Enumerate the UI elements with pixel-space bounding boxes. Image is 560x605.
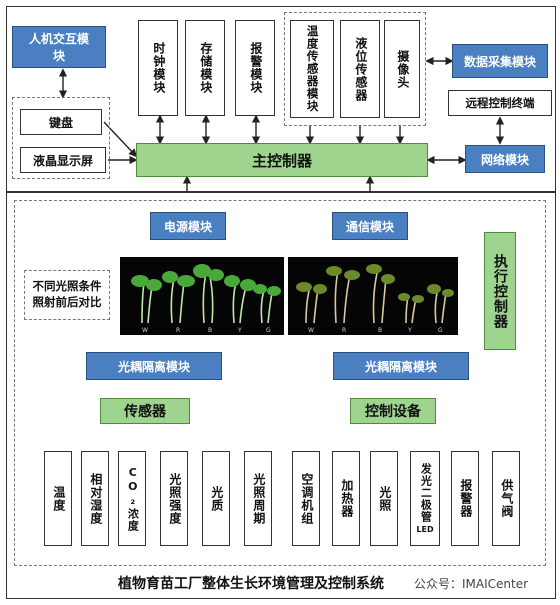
comm-module: 通信模块	[332, 212, 408, 240]
io-group	[12, 97, 110, 179]
device-led: 发光二极管 LED	[410, 451, 440, 546]
photo-label: R	[342, 327, 346, 334]
watermark: 公众号：IMAICenter	[414, 577, 529, 591]
photo-label: Y	[407, 327, 412, 334]
clock-module: 时钟模块	[138, 20, 178, 116]
opto-isolation-right: 光耦隔离模块	[333, 352, 469, 380]
seedlings-illustration-before: W R B Y G	[131, 264, 281, 334]
sensor-light-quality: 光质	[202, 451, 230, 546]
camera: 摄像头	[384, 20, 420, 118]
photo-label: B	[378, 327, 382, 334]
data-acquisition-module: 数据采集模块	[452, 44, 548, 78]
hmi-module: 人机交互模块	[12, 26, 106, 68]
sensor-photoperiod: 光照周期	[244, 451, 272, 546]
temp-sensor-module: 温度传感器模块	[290, 20, 334, 118]
device-heater: 加热器	[332, 451, 360, 546]
compare-label-box: 不同光照条件照射前后对比	[24, 270, 110, 320]
plant-photo-after: W R B Y G	[288, 257, 458, 335]
photo-label: G	[438, 327, 443, 334]
device-alarm: 报警器	[451, 451, 479, 546]
control-device-box: 控制设备	[350, 398, 436, 424]
plant-photo-before: W R B Y G	[120, 257, 284, 335]
lcd-box: 液晶显示屏	[20, 147, 106, 173]
photo-label: W	[308, 327, 314, 334]
photo-label: Y	[237, 327, 242, 334]
alarm-module: 报警模块	[235, 20, 275, 116]
photo-label: R	[176, 327, 180, 334]
main-controller: 主控制器	[136, 143, 428, 177]
photo-label: G	[266, 327, 271, 334]
network-module: 网络模块	[465, 145, 545, 173]
seedlings-illustration-after: W R B Y G	[296, 264, 454, 334]
executor-controller: 执行控制器	[484, 232, 516, 350]
device-ac-unit: 空调机组	[292, 451, 320, 546]
power-module: 电源模块	[150, 212, 226, 240]
sensor-box: 传感器	[100, 398, 190, 424]
keyboard-box: 键盘	[20, 109, 102, 135]
remote-terminal: 远程控制终端	[448, 90, 552, 116]
photo-label: B	[208, 327, 212, 334]
sensor-co2: CO₂浓度	[118, 451, 146, 546]
executor-group	[14, 200, 546, 566]
sensor-group	[284, 12, 426, 126]
photo-label: W	[142, 327, 148, 334]
sensor-relative-humidity: 相对湿度	[81, 451, 109, 546]
opto-isolation-left: 光耦隔离模块	[86, 352, 222, 380]
led-label: LED	[416, 525, 434, 534]
level-sensor: 液位传感器	[340, 20, 380, 118]
sensor-light-intensity: 光照强度	[160, 451, 188, 546]
device-gas-valve: 供气阀	[492, 451, 520, 546]
storage-module: 存储模块	[185, 20, 225, 116]
device-lighting: 光照	[370, 451, 398, 546]
sensor-temperature: 温度	[44, 451, 72, 546]
diagram-title: 植物育苗工厂整体生长环境管理及控制系统	[118, 576, 384, 592]
